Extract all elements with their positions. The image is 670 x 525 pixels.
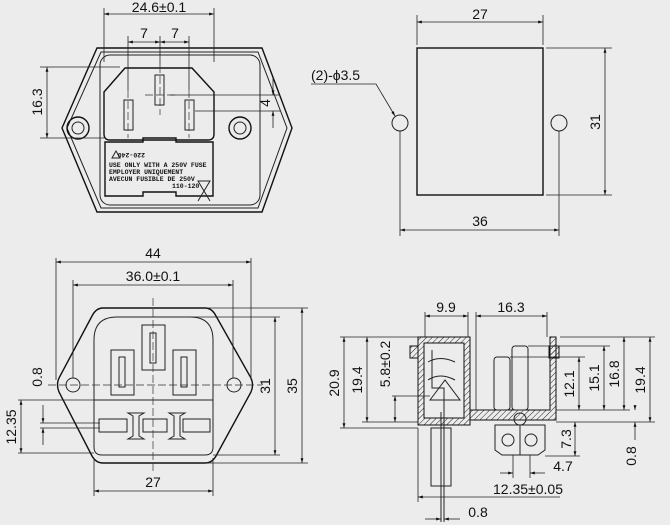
rear-pin-earth-housing xyxy=(141,324,166,371)
dim-cutout-width: 27 xyxy=(472,6,488,22)
pin-live xyxy=(123,99,134,131)
mount-hole-right xyxy=(228,116,252,140)
dim-inlet-depth: 16.3 xyxy=(497,299,524,315)
fuse-voltage: 110-120 xyxy=(172,183,199,190)
inlet-socket xyxy=(103,67,215,141)
dim-terminal-thickness: 0.8 xyxy=(29,367,45,387)
dim-fuse-depth: 9.9 xyxy=(436,299,456,315)
mount-hole-right-inner xyxy=(233,121,247,135)
cutout-hole-right xyxy=(550,114,568,132)
fuse-drawer xyxy=(104,137,214,197)
pin-earth xyxy=(154,74,165,106)
rear-body xyxy=(93,316,214,456)
dim-terminal-offset-side: 12.35±0.05 xyxy=(493,481,563,497)
dim-cutout-height: 31 xyxy=(587,114,603,130)
warning-icon xyxy=(111,149,121,159)
dim-height-right: 19.4 xyxy=(632,366,648,393)
dim-front-height: 16.3 xyxy=(29,88,45,115)
rear-pin-live-housing xyxy=(110,349,135,396)
fuse-holder-section xyxy=(417,336,471,426)
dim-fuse-offset: 5.8±0.2 xyxy=(377,340,393,387)
dim-body-width: 27 xyxy=(145,474,161,490)
dim-terminal-offset: 12.35 xyxy=(3,409,19,444)
cutout-hole-left xyxy=(391,114,409,132)
front-view: 220-240 USE ONLY WITH A 250V FUSE EMPLOY… xyxy=(29,0,293,213)
dim-overall-width: 44 xyxy=(145,245,161,261)
fuse-label-line1: USE ONLY WITH A 250V FUSE xyxy=(109,162,207,169)
inlet-terminals xyxy=(494,424,546,456)
fuse-arrow-icon xyxy=(197,180,211,202)
inlet-pin-long xyxy=(511,345,529,411)
side-view: 9.9 16.3 20.9 19.4 5.8±0.2 12.1 15.1 16.… xyxy=(326,299,655,522)
dim-pin-long: 15.1 xyxy=(586,364,602,391)
dim-pin-spacing-left: 7 xyxy=(140,25,148,41)
dim-overall-height: 35 xyxy=(284,378,300,394)
dim-hole-spacing: 36 xyxy=(472,213,488,229)
dim-rear-hole-spacing: 36.0±0.1 xyxy=(126,268,181,284)
mount-hole-left xyxy=(66,116,90,140)
front-flange xyxy=(61,47,293,213)
mount-hole-left-inner xyxy=(71,121,85,135)
dim-pin-thickness: 0.8 xyxy=(468,504,488,520)
dim-pin-offset: 4 xyxy=(257,99,273,107)
dim-terminal-spacing: 4.7 xyxy=(553,458,573,474)
rear-view: 44 36.0±0.1 27 31 35 0.8 12.35 xyxy=(3,245,308,496)
inlet-pin-short xyxy=(493,356,511,411)
dim-terminal-length: 7.3 xyxy=(558,429,574,449)
fuse-voltage-alt: 220-240 xyxy=(118,151,145,158)
fuse-contact xyxy=(427,350,461,412)
rear-flange xyxy=(56,307,254,464)
fuse-label-line2: EMPLOYER UNIQUEMENT xyxy=(109,169,183,176)
hole-callout: (2)-ϕ3.5 xyxy=(311,67,360,83)
dim-flange: 0.8 xyxy=(623,446,639,466)
fuse-label-line3: AVECUN FUSIBLE DE 250V xyxy=(109,176,195,183)
dim-body-depth: 16.8 xyxy=(606,360,622,387)
inlet-housing-section xyxy=(469,336,557,421)
rear-pin-neutral-housing xyxy=(172,349,197,396)
dim-height-left: 19.4 xyxy=(349,366,365,393)
dim-total-height: 20.9 xyxy=(326,369,342,396)
dim-front-width: 24.6±0.1 xyxy=(132,0,187,15)
fuse-terminals xyxy=(98,412,211,440)
pin-neutral xyxy=(184,99,195,131)
panel-cutout xyxy=(416,47,544,196)
front-body xyxy=(99,54,261,206)
panel-cutout-view: 27 31 36 (2)-ϕ3.5 xyxy=(311,6,612,236)
dim-pin-short: 12.1 xyxy=(561,370,577,397)
dim-body-height: 31 xyxy=(257,378,273,394)
dim-pin-spacing-right: 7 xyxy=(171,25,179,41)
